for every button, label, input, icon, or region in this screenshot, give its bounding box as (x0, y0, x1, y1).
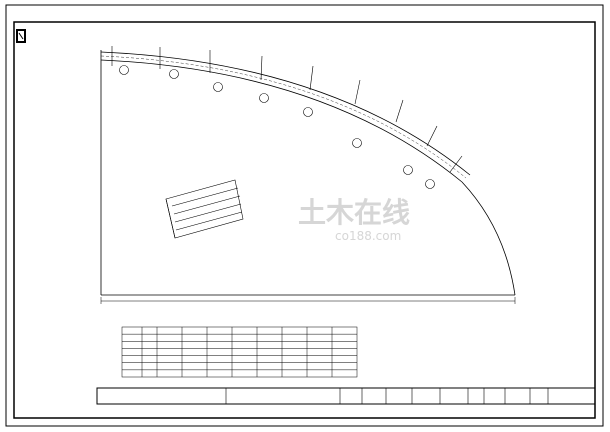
parameter-table (121, 326, 358, 378)
arch-elevation (100, 46, 516, 304)
corner-stamp-icon (16, 29, 26, 43)
title-block (96, 387, 596, 405)
table-frame (121, 326, 358, 378)
arch-band-inner (100, 59, 463, 183)
arch-band-center (100, 55, 467, 179)
node-callout (119, 65, 129, 75)
node-callout (403, 165, 413, 175)
inset-detail (165, 179, 244, 239)
node-callout (213, 82, 223, 92)
node-callout (303, 107, 313, 117)
arch-segment-ticks (111, 46, 463, 173)
arch-band-outer (100, 51, 471, 176)
outer-border (5, 4, 604, 427)
watermark: 土木在线 co188.com (298, 196, 410, 243)
arch-node-callouts (119, 65, 435, 189)
node-callout (352, 138, 362, 148)
watermark-site: co188.com (335, 229, 401, 243)
node-callout (169, 69, 179, 79)
node-callout (259, 93, 269, 103)
inner-border (13, 21, 596, 419)
node-callout (425, 179, 435, 189)
table-grid (121, 326, 358, 378)
arch-springing-curve (461, 181, 516, 296)
watermark-name: 土木在线 (298, 196, 410, 229)
